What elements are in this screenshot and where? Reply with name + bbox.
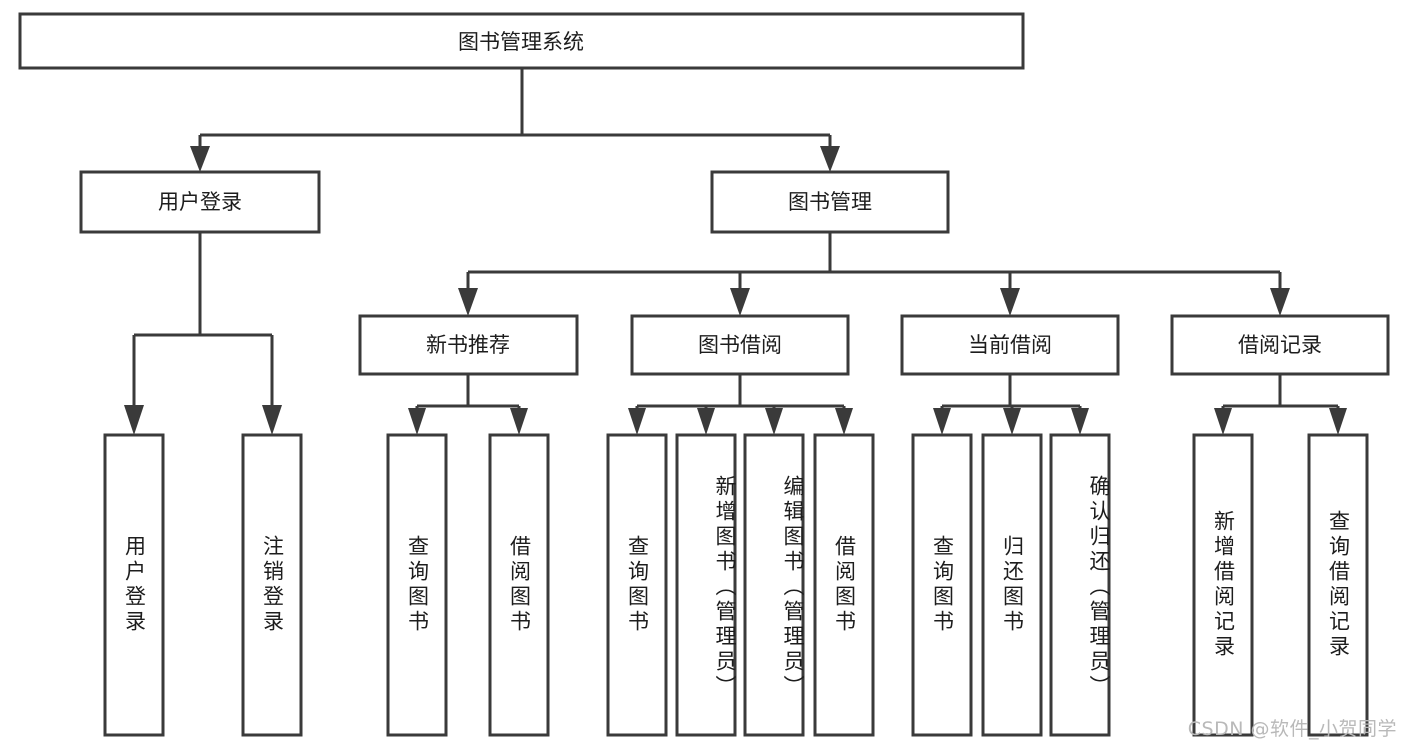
arrow-bbleaf-1: [628, 408, 646, 435]
node-user-login-box[interactable]: [79, 170, 321, 234]
node-new-book-rec-box[interactable]: [358, 314, 579, 376]
leaf-box-current-borrow-2[interactable]: [981, 433, 1043, 737]
node-book-borrow-box[interactable]: [630, 314, 850, 376]
arrow-userleaf-2: [262, 405, 282, 435]
node-borrow-record[interactable]: 借阅记录: [1170, 314, 1390, 376]
node-current-borrow[interactable]: 当前借阅: [900, 314, 1120, 376]
arrow-brleaf-2: [1329, 408, 1347, 435]
leaf-box-borrow-record-1[interactable]: [1192, 433, 1254, 737]
arrow-brleaf-1: [1214, 408, 1232, 435]
arrow-newbookleaf-2: [510, 408, 528, 435]
csdn-watermark: CSDN @软件_小贺同学: [1187, 718, 1397, 740]
leaf-box-user-login-2[interactable]: [241, 433, 303, 737]
arrow-to-current-borrow: [1000, 288, 1020, 316]
arrow-bbleaf-4: [835, 408, 853, 435]
node-current-borrow-box[interactable]: [900, 314, 1120, 376]
connector-group: [124, 68, 1347, 435]
arrow-bbleaf-3: [765, 408, 783, 435]
node-root[interactable]: 图书管理系统: [18, 12, 1025, 70]
node-book-manage-box[interactable]: [710, 170, 950, 234]
leaf-box-book-borrow-2[interactable]: [675, 433, 737, 737]
node-user-login[interactable]: 用户登录: [79, 170, 321, 234]
arrow-to-book-manage: [820, 146, 840, 172]
node-root-box[interactable]: [18, 12, 1025, 70]
leaf-box-borrow-record-2[interactable]: [1307, 433, 1369, 737]
leaf-box-current-borrow-1[interactable]: [911, 433, 973, 737]
leaf-box-new-book-2[interactable]: [488, 433, 550, 737]
arrow-userleaf-1: [124, 405, 144, 435]
node-new-book-rec-label: 新书推荐: [426, 333, 510, 357]
leaf-box-book-borrow-4[interactable]: [813, 433, 875, 737]
node-book-manage-label: 图书管理: [788, 190, 872, 214]
leaf-box-new-book-1[interactable]: [386, 433, 448, 737]
node-book-borrow-label: 图书借阅: [698, 333, 782, 357]
node-book-borrow[interactable]: 图书借阅: [630, 314, 850, 376]
node-new-book-rec[interactable]: 新书推荐: [358, 314, 579, 376]
arrow-newbookleaf-1: [408, 408, 426, 435]
arrow-cbleaf-1: [933, 408, 951, 435]
arrow-cbleaf-3: [1071, 408, 1089, 435]
node-borrow-record-box[interactable]: [1170, 314, 1390, 376]
arrow-to-borrow-record: [1270, 288, 1290, 316]
arrow-to-user-login: [190, 146, 210, 172]
leaf-box-current-borrow-3[interactable]: [1049, 433, 1111, 737]
arrow-cbleaf-2: [1003, 408, 1021, 435]
leaf-box-user-login-1[interactable]: [103, 433, 165, 737]
node-current-borrow-label: 当前借阅: [968, 333, 1052, 357]
arrow-bbleaf-2: [697, 408, 715, 435]
arrow-to-book-borrow: [730, 288, 750, 316]
leaf-box-book-borrow-1[interactable]: [606, 433, 668, 737]
node-root-label: 图书管理系统: [458, 30, 584, 54]
node-book-manage[interactable]: 图书管理: [710, 170, 950, 234]
arrow-to-new-book: [458, 288, 478, 316]
node-borrow-record-label: 借阅记录: [1238, 333, 1322, 357]
node-user-login-label: 用户登录: [158, 190, 242, 214]
leaf-box-book-borrow-3[interactable]: [743, 433, 805, 737]
